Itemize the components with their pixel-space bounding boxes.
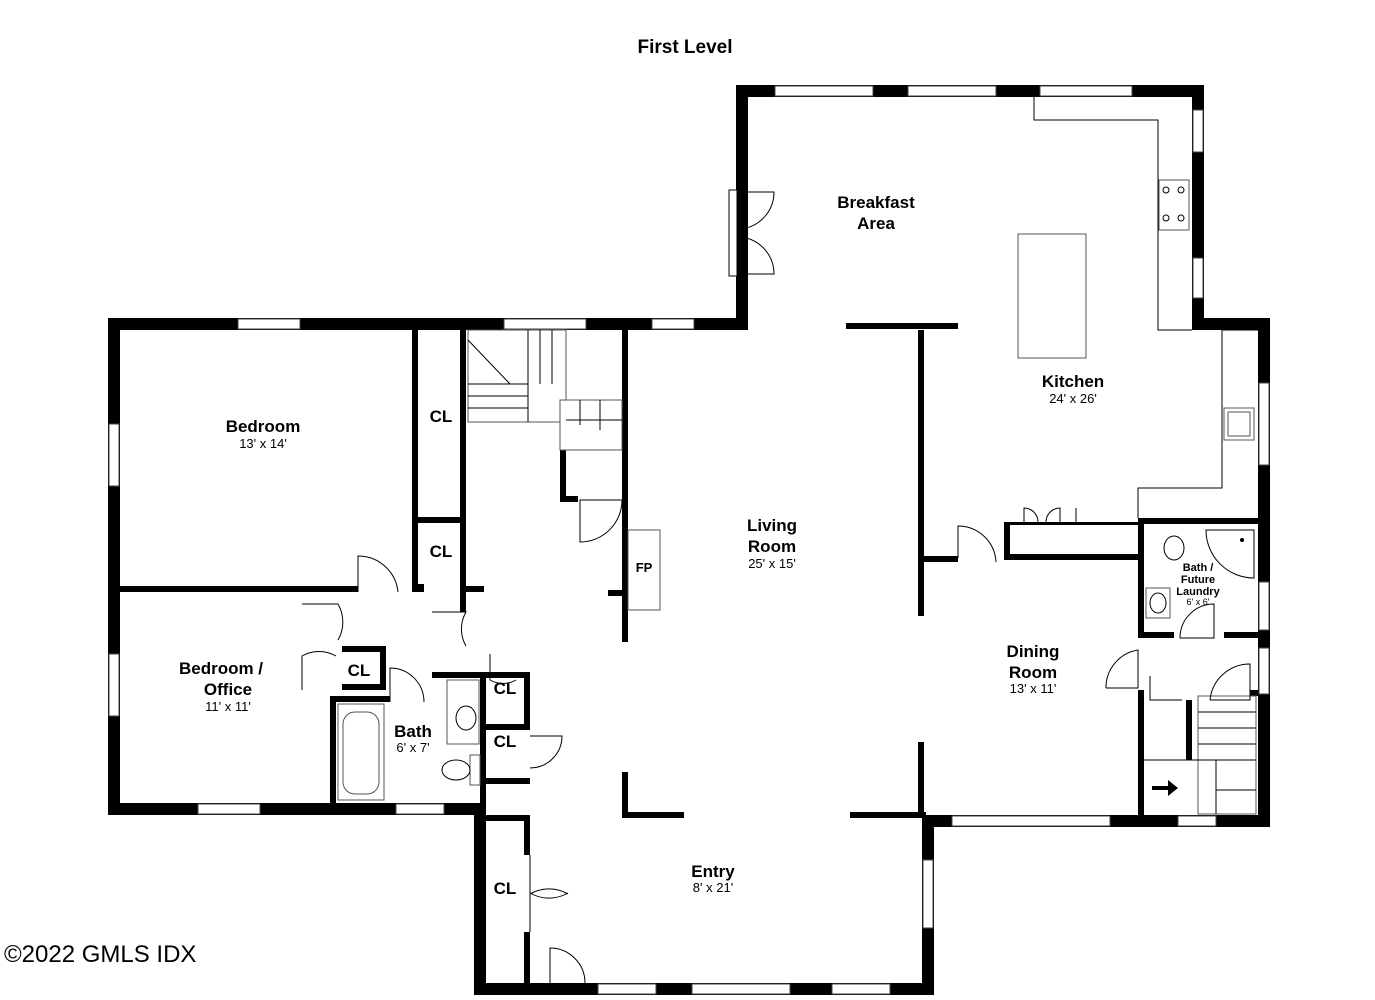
bath-laundry-label-2: Future: [1181, 574, 1215, 586]
kitchen-fixtures: [1017, 97, 1258, 523]
bedroom-office-label-2: Office: [204, 680, 252, 699]
breakfast-area-label-2: Area: [857, 214, 895, 233]
fireplace: [627, 529, 661, 611]
dining-room-label-1: Dining: [1007, 642, 1060, 661]
closet-label: CL: [430, 407, 453, 426]
exterior-walls: [108, 85, 1270, 995]
bath-laundry-label-1: Bath /: [1183, 562, 1214, 574]
bedroom-dims: 13' x 14': [239, 436, 287, 451]
vanity-icon: [446, 679, 480, 745]
door-swings: [301, 499, 1251, 984]
living-room-dims: 25' x 15': [748, 556, 796, 571]
kitchen-island: [1017, 233, 1087, 359]
closet-label: CL: [348, 661, 371, 680]
dining-room-dims: 13' x 11': [1010, 681, 1057, 696]
bath-laundry-label-3: Laundry: [1176, 586, 1220, 598]
dining-room-label-2: Room: [1009, 663, 1057, 682]
bedroom-office-dims: 11' x 11': [205, 699, 251, 714]
living-room-label-1: Living: [747, 516, 797, 535]
back-stairs: [1144, 695, 1257, 815]
bath-laundry-dims: 6' x 6': [1187, 597, 1210, 607]
windows: [108, 85, 1270, 995]
plan-title: First Level: [637, 37, 732, 58]
fireplace-label: FP: [636, 560, 653, 575]
closet-label: CL: [494, 732, 517, 751]
bedroom-office-label-1: Bedroom /: [179, 659, 263, 678]
closet-label: CL: [494, 879, 517, 898]
toilet-icon: [441, 759, 471, 781]
bath-dims: 6' x 7': [396, 740, 429, 755]
interior-walls: [120, 323, 1258, 987]
entry-dims: 8' x 21': [693, 880, 733, 895]
breakfast-area-label-1: Breakfast: [837, 193, 915, 212]
arrow-right-icon: [1152, 780, 1178, 796]
bath-label: Bath: [394, 722, 432, 741]
closet-label: CL: [430, 542, 453, 561]
cooktop-icon: [1158, 179, 1190, 231]
watermark: ©2022 GMLS IDX: [4, 941, 196, 968]
bedroom-label: Bedroom: [226, 417, 301, 436]
living-room-label-2: Room: [748, 537, 796, 556]
toilet-icon: [1163, 535, 1185, 561]
shower-icon: [1205, 529, 1255, 579]
kitchen-dims: 24' x 26': [1049, 391, 1097, 406]
room-labels: Breakfast Area Kitchen 24' x 26' Bedroom…: [179, 193, 1221, 898]
closet-label: CL: [494, 679, 517, 698]
bath-fixtures: [337, 529, 1255, 801]
french-door: [728, 189, 775, 277]
main-stairs: [467, 329, 623, 451]
entry-label: Entry: [691, 862, 735, 881]
sink-icon: [1149, 592, 1167, 614]
kitchen-label: Kitchen: [1042, 372, 1104, 391]
